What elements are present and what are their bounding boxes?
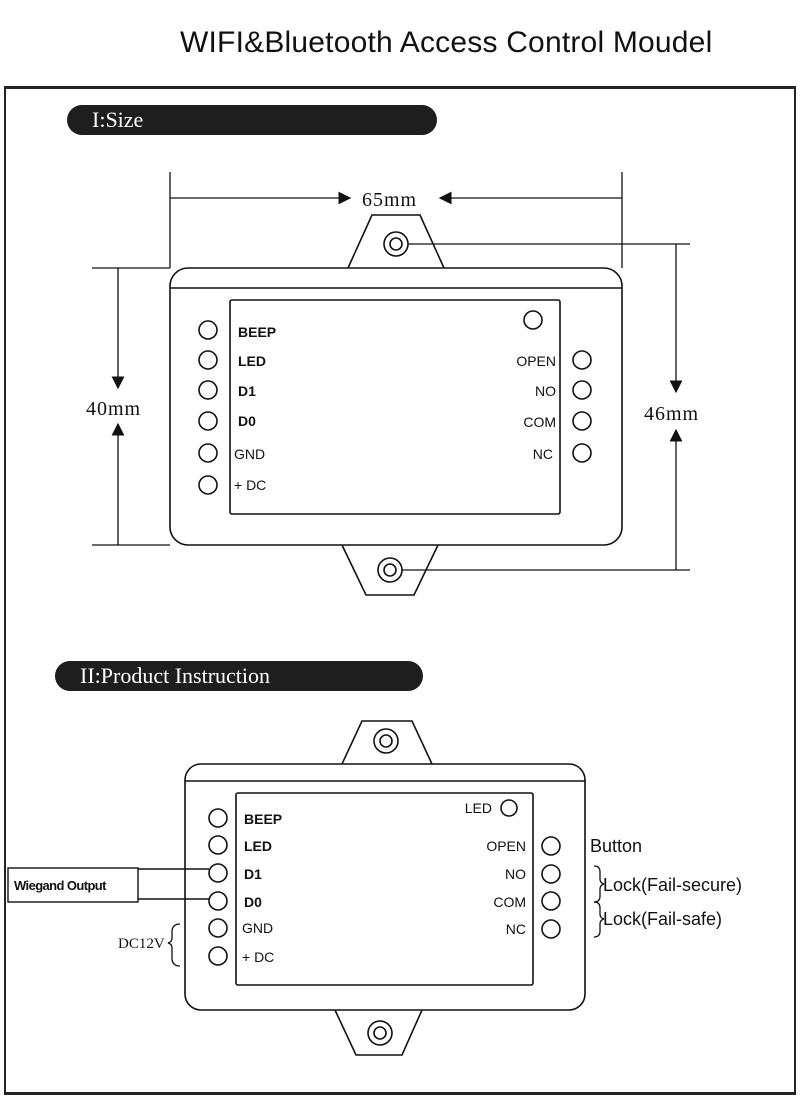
- dimension-lines: [92, 172, 690, 571]
- instr-label-d1: D1: [244, 866, 262, 882]
- size-label-dc: + DC: [234, 477, 266, 493]
- dc-brace: [167, 923, 181, 967]
- terminal-dc: [198, 475, 218, 495]
- terminal-gnd: [198, 443, 218, 463]
- instr-terminal-gnd: [208, 918, 228, 938]
- terminal-open: [572, 350, 592, 370]
- dim-width-label: 65mm: [362, 189, 417, 211]
- size-label-d0: D0: [238, 413, 256, 429]
- size-label-beep: BEEP: [238, 324, 276, 340]
- instr-label-nc: NC: [506, 921, 526, 937]
- size-label-nc: NC: [533, 446, 553, 462]
- module-board: [229, 299, 561, 515]
- dim-46-label: 46mm: [644, 403, 699, 425]
- header: WIFI&Bluetooth Access Control Moudel: [0, 0, 800, 86]
- instr-label-led-indicator: LED: [465, 800, 492, 816]
- wiegand-callout: [7, 867, 209, 903]
- lock-safe-brace: [593, 901, 605, 938]
- instr-led-indicator: [500, 799, 518, 817]
- instr-module-board: [235, 792, 534, 986]
- button-label: Button: [590, 836, 642, 856]
- lock-safe-label: Lock(Fail-safe): [603, 909, 722, 929]
- mount-hole-top-inner: [389, 237, 403, 251]
- terminal-d1: [198, 380, 218, 400]
- size-label-open: OPEN: [516, 353, 556, 369]
- wiegand-label: Wiegand Output: [14, 878, 107, 893]
- instr-label-dc: + DC: [242, 949, 274, 965]
- terminal-com: [572, 411, 592, 431]
- instr-terminal-d0: [208, 891, 228, 911]
- section-size-title: I:Size: [67, 105, 437, 135]
- terminal-led: [198, 350, 218, 370]
- instr-module-body: [184, 763, 586, 1011]
- dc-label: DC12V: [118, 936, 165, 952]
- size-label-gnd: GND: [234, 446, 265, 462]
- instr-mount-tab-top: [341, 720, 433, 765]
- content-frame: [4, 86, 796, 1095]
- instr-label-gnd: GND: [242, 920, 273, 936]
- instr-terminal-no: [541, 864, 561, 884]
- instr-mount-tab-bottom: [334, 1009, 423, 1056]
- instr-mount-hole-top-inner: [379, 734, 393, 748]
- size-label-led: LED: [238, 353, 266, 369]
- mount-hole-bottom: [377, 557, 403, 583]
- instr-label-com: COM: [493, 894, 526, 910]
- instruction-diagram: [184, 720, 586, 1056]
- board-indicator: [523, 310, 543, 330]
- instr-terminal-dc: [208, 946, 228, 966]
- lock-secure-label: Lock(Fail-secure): [603, 875, 742, 895]
- instr-mount-hole-top: [373, 728, 399, 754]
- instr-label-open: OPEN: [486, 838, 526, 854]
- size-diagram: [169, 214, 623, 596]
- instr-left-terminals: [208, 808, 228, 966]
- size-label-com: COM: [523, 414, 556, 430]
- instr-terminal-beep: [208, 808, 228, 828]
- instr-mount-hole-bottom-inner: [373, 1026, 387, 1040]
- module-body: [169, 267, 623, 546]
- mount-tab-top: [347, 214, 445, 269]
- terminal-beep: [198, 320, 218, 340]
- instr-label-d0: D0: [244, 894, 262, 910]
- page-title: WIFI&Bluetooth Access Control Moudel: [180, 26, 713, 59]
- size-label-d1: D1: [238, 383, 256, 399]
- mount-hole-top: [383, 231, 409, 257]
- instr-terminal-open: [541, 836, 561, 856]
- instr-terminal-led: [208, 835, 228, 855]
- terminal-nc: [572, 443, 592, 463]
- wiegand-box: [7, 867, 139, 903]
- instr-terminal-d1: [208, 863, 228, 883]
- instr-label-beep: BEEP: [244, 811, 282, 827]
- lock-secure-brace: [593, 865, 605, 903]
- size-right-terminals: [572, 350, 592, 463]
- dim-40-label: 40mm: [86, 398, 141, 420]
- size-left-terminals: [198, 320, 218, 495]
- size-label-no: NO: [535, 383, 556, 399]
- terminal-no: [572, 380, 592, 400]
- instr-terminal-nc: [541, 919, 561, 939]
- instr-mount-hole-bottom: [367, 1020, 393, 1046]
- section-instruction-title: II:Product Instruction: [55, 661, 423, 691]
- terminal-d0: [198, 411, 218, 431]
- instr-label-led: LED: [244, 838, 272, 854]
- mount-hole-bottom-inner: [383, 563, 397, 577]
- instr-terminal-com: [541, 891, 561, 911]
- instr-right-terminals: [541, 836, 561, 939]
- instr-label-no: NO: [505, 866, 526, 882]
